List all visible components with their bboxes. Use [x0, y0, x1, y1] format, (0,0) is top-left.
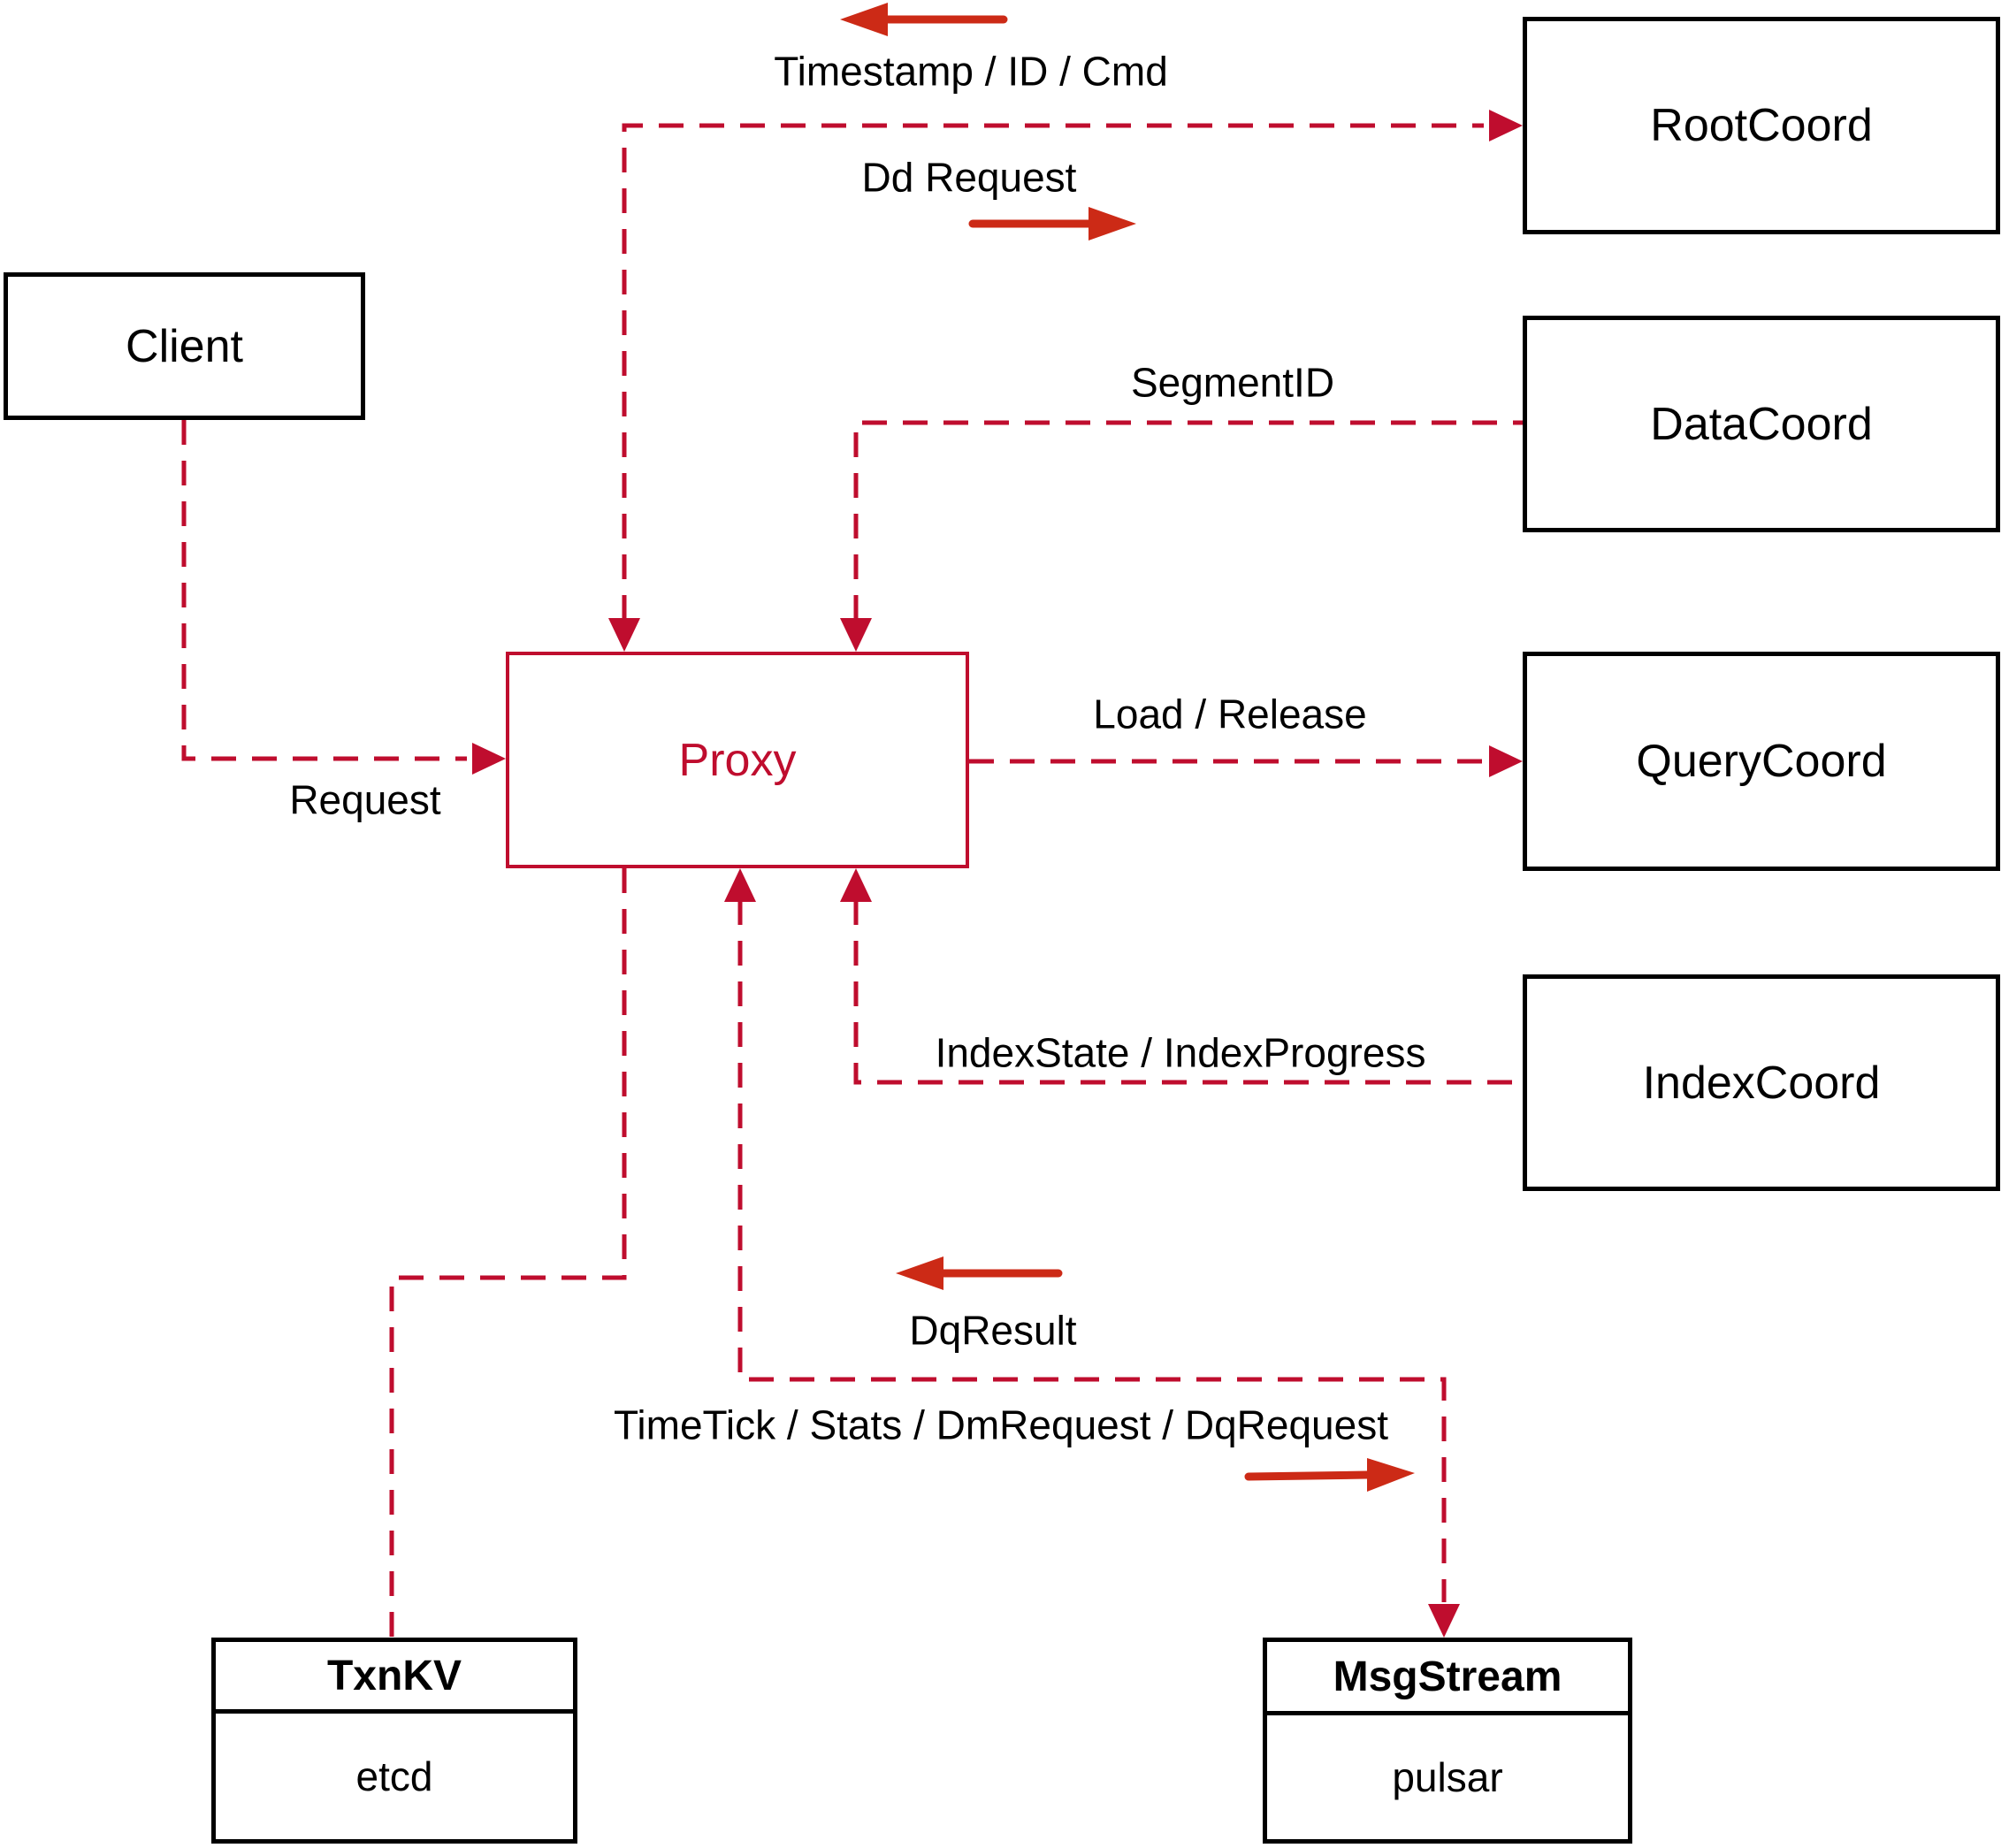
node-datacoord-label: DataCoord	[1650, 398, 1873, 450]
edge-indexcoord-proxy	[853, 900, 1523, 1085]
node-proxy-label: Proxy	[678, 734, 797, 786]
node-rootcoord-label: RootCoord	[1650, 100, 1873, 151]
edge-label-timetick: TimeTick / Stats / DmRequest / DqRequest	[614, 1401, 1388, 1448]
arrowhead-into-proxy-top-left	[608, 618, 640, 652]
edge-label-timestamp: Timestamp / ID / Cmd	[774, 48, 1168, 95]
edge-label-dd-request: Dd Request	[861, 154, 1077, 201]
direction-arrow-timetick-right	[1244, 1458, 1415, 1492]
node-msgstream-subtitle: pulsar	[1392, 1754, 1503, 1800]
arrowhead-into-proxy-top-right	[840, 618, 872, 652]
edge-label-dq-result: DqResult	[909, 1307, 1077, 1354]
direction-arrow-timestamp-left	[840, 3, 1008, 36]
edge-proxy-txnkv	[389, 868, 627, 1638]
arrowhead-into-msgstream	[1428, 1604, 1460, 1638]
node-rootcoord: RootCoord	[1523, 17, 2000, 234]
node-client-label: Client	[126, 320, 243, 372]
edge-proxy-rootcoord	[622, 123, 1484, 620]
node-txnkv-title: TxnKV	[216, 1642, 573, 1714]
node-txnkv-subtitle: etcd	[355, 1753, 433, 1799]
edge-label-segment-id: SegmentID	[1130, 359, 1335, 406]
arrowhead-into-querycoord	[1489, 745, 1523, 777]
arrowhead-into-proxy-bottom-mid	[724, 868, 756, 902]
node-querycoord-label: QueryCoord	[1636, 736, 1887, 787]
edge-client-proxy	[181, 420, 467, 761]
node-msgstream-title: MsgStream	[1267, 1642, 1628, 1715]
node-indexcoord: IndexCoord	[1523, 974, 2000, 1191]
node-datacoord: DataCoord	[1523, 316, 2000, 532]
node-indexcoord-label: IndexCoord	[1642, 1057, 1881, 1109]
arrowhead-into-rootcoord	[1489, 110, 1523, 141]
node-querycoord: QueryCoord	[1523, 652, 2000, 871]
arrowhead-into-proxy-bottom-right	[840, 868, 872, 902]
node-msgstream: MsgStream pulsar	[1263, 1638, 1632, 1844]
node-txnkv: TxnKV etcd	[211, 1638, 577, 1844]
edge-datacoord-proxy	[853, 420, 1523, 620]
node-client: Client	[4, 272, 365, 420]
direction-arrow-dq-result-left	[896, 1256, 1063, 1290]
edge-label-load-release: Load / Release	[1093, 691, 1367, 737]
node-proxy: Proxy	[506, 652, 969, 868]
edge-label-request: Request	[289, 776, 441, 823]
edge-proxy-msgstream	[737, 900, 1447, 1602]
edge-label-index-state: IndexState / IndexProgress	[935, 1029, 1426, 1076]
direction-arrow-dd-request-right	[968, 207, 1136, 241]
arrowhead-into-proxy-left	[472, 743, 506, 775]
